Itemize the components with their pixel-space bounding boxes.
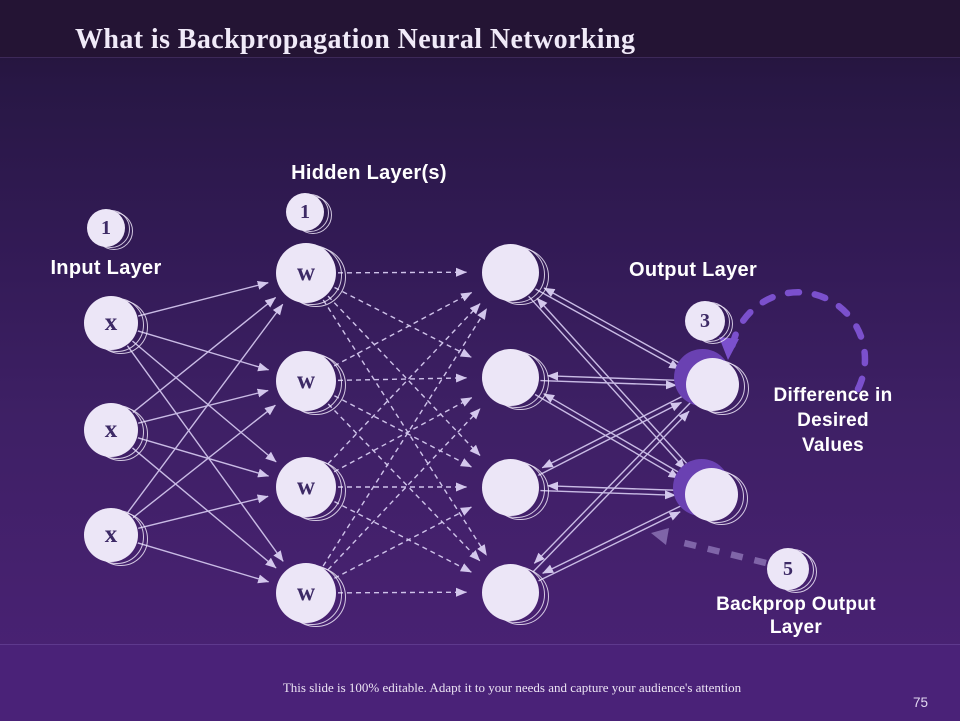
hidden2-node-face bbox=[482, 459, 539, 516]
badge-number: 1 bbox=[286, 193, 324, 231]
input-node-label: x bbox=[84, 508, 138, 562]
hidden-node-label: w bbox=[276, 351, 336, 411]
connection-lines bbox=[126, 267, 695, 597]
badge-output-step: 3 bbox=[685, 301, 733, 344]
hidden-node-label: w bbox=[276, 457, 336, 517]
badge-number: 5 bbox=[767, 548, 809, 590]
hidden2-node bbox=[482, 349, 549, 410]
hidden2-node bbox=[482, 459, 549, 520]
hidden2-node-face bbox=[482, 564, 539, 621]
hidden2-node bbox=[482, 244, 549, 305]
output-node-face bbox=[685, 468, 738, 521]
title-band bbox=[0, 0, 960, 58]
difference-label: Difference in Desired Values bbox=[773, 385, 893, 456]
hidden-node: w bbox=[276, 351, 346, 415]
page-number: 75 bbox=[912, 695, 928, 710]
badge-number: 3 bbox=[685, 301, 725, 341]
output-layer-label: Output Layer bbox=[628, 259, 758, 281]
input-node: x bbox=[84, 403, 148, 461]
input-node-label: x bbox=[84, 403, 138, 457]
footer-note: This slide is 100% editable. Adapt it to… bbox=[282, 680, 742, 695]
backprop-label: Backprop Output Layer bbox=[716, 594, 876, 638]
hidden2-node bbox=[482, 564, 549, 625]
input-node: x bbox=[84, 508, 148, 566]
hidden-node: w bbox=[276, 563, 346, 627]
input-layer-label: Input Layer bbox=[50, 257, 162, 279]
hidden2-node-face bbox=[482, 349, 539, 406]
feedback-arc-arrow bbox=[719, 289, 869, 393]
hidden-node-label: w bbox=[276, 243, 336, 303]
output-node bbox=[674, 349, 749, 415]
input-node: x bbox=[84, 296, 148, 354]
hidden-layer-label: Hidden Layer(s) bbox=[291, 162, 447, 184]
hidden-node-label: w bbox=[276, 563, 336, 623]
footer-band bbox=[0, 644, 960, 721]
hidden-node: w bbox=[276, 243, 346, 307]
backprop-dashed-arrow bbox=[651, 528, 767, 567]
slide-title: What is Backpropagation Neural Networkin… bbox=[75, 24, 636, 55]
badge-input-step: 1 bbox=[87, 209, 133, 250]
hidden2-node-face bbox=[482, 244, 539, 301]
output-node bbox=[673, 459, 748, 525]
badge-hidden-step: 1 bbox=[286, 193, 332, 234]
input-node-label: x bbox=[84, 296, 138, 350]
hidden-node: w bbox=[276, 457, 346, 521]
output-node-face bbox=[686, 358, 739, 411]
badge-backprop-step: 5 bbox=[767, 548, 817, 593]
badge-number: 1 bbox=[87, 209, 125, 247]
